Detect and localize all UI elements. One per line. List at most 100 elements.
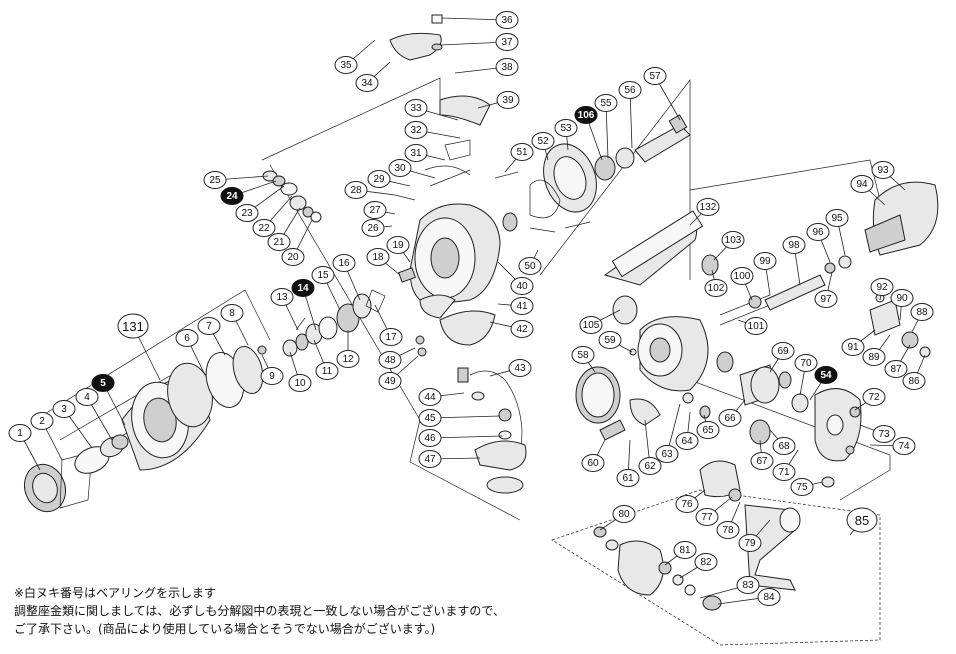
part-number-26: 26 xyxy=(367,223,379,234)
callout-66: 66 xyxy=(718,399,746,427)
part-number-30: 30 xyxy=(394,163,406,174)
label-bubble-66 xyxy=(718,409,742,427)
callout-layer: 1234567891011121314151617181920212223242… xyxy=(8,11,934,606)
callout-37: 37 xyxy=(439,33,519,51)
part-number-89: 89 xyxy=(868,352,880,363)
label-bubble-59 xyxy=(598,331,622,349)
label-bubble-64 xyxy=(675,432,699,450)
label-bubble-95 xyxy=(825,209,849,227)
label-bubble-105 xyxy=(579,316,603,334)
part-number-6: 6 xyxy=(184,333,190,344)
label-bubble-53 xyxy=(554,119,578,137)
label-bubble-40 xyxy=(510,277,534,295)
part-number-69: 69 xyxy=(777,346,789,357)
handle xyxy=(593,460,801,611)
callout-42: 42 xyxy=(489,320,534,338)
anti-reverse-group xyxy=(748,181,939,358)
callout-73: 73 xyxy=(859,424,896,443)
label-bubble-50 xyxy=(518,257,542,275)
part-number-10: 10 xyxy=(294,378,306,389)
callout-23: 23 xyxy=(235,185,285,222)
part-number-70: 70 xyxy=(800,358,812,369)
callout-56: 56 xyxy=(618,81,642,149)
callout-53: 53 xyxy=(554,119,578,151)
part-number-16: 16 xyxy=(338,258,350,269)
label-bubble-31 xyxy=(404,144,428,162)
part-number-71: 71 xyxy=(778,467,790,478)
part-number-82: 82 xyxy=(700,557,712,568)
label-bubble-45 xyxy=(418,409,442,427)
callout-25: 25 xyxy=(203,171,269,189)
callout-82: 82 xyxy=(679,553,718,579)
callout-7: 7 xyxy=(197,317,226,356)
label-bubble-77 xyxy=(695,508,719,526)
label-bubble-15 xyxy=(311,266,335,284)
label-bubble-96 xyxy=(806,223,830,241)
label-bubble-103 xyxy=(721,231,745,249)
label-bubble-12 xyxy=(336,350,360,368)
note-bearing: ※白ヌキ番号はベアリングを示します xyxy=(14,586,217,600)
part-number-15: 15 xyxy=(317,270,329,281)
label-bubble-3 xyxy=(52,400,76,418)
part-number-61: 61 xyxy=(622,473,634,484)
label-bubble-14 xyxy=(291,279,315,297)
part-number-102: 102 xyxy=(708,283,725,294)
label-bubble-35 xyxy=(334,56,358,74)
part-number-72: 72 xyxy=(868,392,880,403)
callout-5: 5 xyxy=(91,374,126,426)
label-bubble-98 xyxy=(782,236,806,254)
label-bubble-57 xyxy=(643,67,667,85)
callout-93: 93 xyxy=(871,161,906,191)
callout-35: 35 xyxy=(334,39,376,74)
callout-63: 63 xyxy=(655,403,681,463)
part-number-23: 23 xyxy=(241,208,253,219)
frame-upper-left xyxy=(261,77,441,161)
part-number-77: 77 xyxy=(701,512,713,523)
label-bubble-26 xyxy=(361,219,385,237)
part-number-73: 73 xyxy=(878,429,890,440)
label-bubble-92 xyxy=(870,278,894,296)
part-number-12: 12 xyxy=(342,354,354,365)
callout-43: 43 xyxy=(489,359,532,377)
note-shims-2: ご了承下さい。(商品により使用している場合とそうでない場合がございます。) xyxy=(14,622,436,636)
leader-line-46 xyxy=(429,435,503,439)
part-number-56: 56 xyxy=(624,85,636,96)
frame-spool-2 xyxy=(59,369,181,441)
part-number-68: 68 xyxy=(778,441,790,452)
callout-47: 47 xyxy=(418,450,481,468)
callout-3: 3 xyxy=(52,400,93,449)
callout-49: 49 xyxy=(378,355,419,390)
part-number-28: 28 xyxy=(350,185,362,196)
callout-70: 70 xyxy=(794,354,818,396)
part-number-45: 45 xyxy=(424,413,436,424)
leader-line-56 xyxy=(629,89,633,149)
part-number-18: 18 xyxy=(372,252,384,263)
part-number-19: 19 xyxy=(392,240,404,251)
label-bubble-85 xyxy=(846,507,878,533)
label-bubble-132 xyxy=(696,198,720,216)
label-bubble-36 xyxy=(495,11,519,29)
label-bubble-10 xyxy=(288,374,312,392)
label-bubble-42 xyxy=(510,320,534,338)
label-bubble-65 xyxy=(696,421,720,439)
pinion-bearing-stack xyxy=(262,170,322,223)
reel-body xyxy=(575,210,771,441)
callout-80: 80 xyxy=(599,505,636,531)
label-bubble-78 xyxy=(716,521,740,539)
callout-32: 32 xyxy=(404,121,461,139)
callout-59: 59 xyxy=(598,331,633,353)
label-bubble-16 xyxy=(332,254,356,272)
callout-39: 39 xyxy=(477,91,520,109)
part-number-46: 46 xyxy=(424,433,436,444)
part-number-64: 64 xyxy=(681,436,693,447)
label-bubble-49 xyxy=(378,372,402,390)
label-bubble-33 xyxy=(404,99,428,117)
callout-62: 62 xyxy=(638,419,662,475)
callout-58: 58 xyxy=(571,346,596,373)
callout-40: 40 xyxy=(497,261,534,295)
callout-51: 51 xyxy=(504,143,534,173)
callout-50: 50 xyxy=(518,249,542,275)
part-number-11: 11 xyxy=(322,366,333,377)
frame-rotor-box xyxy=(269,164,521,521)
label-bubble-82 xyxy=(694,553,718,571)
